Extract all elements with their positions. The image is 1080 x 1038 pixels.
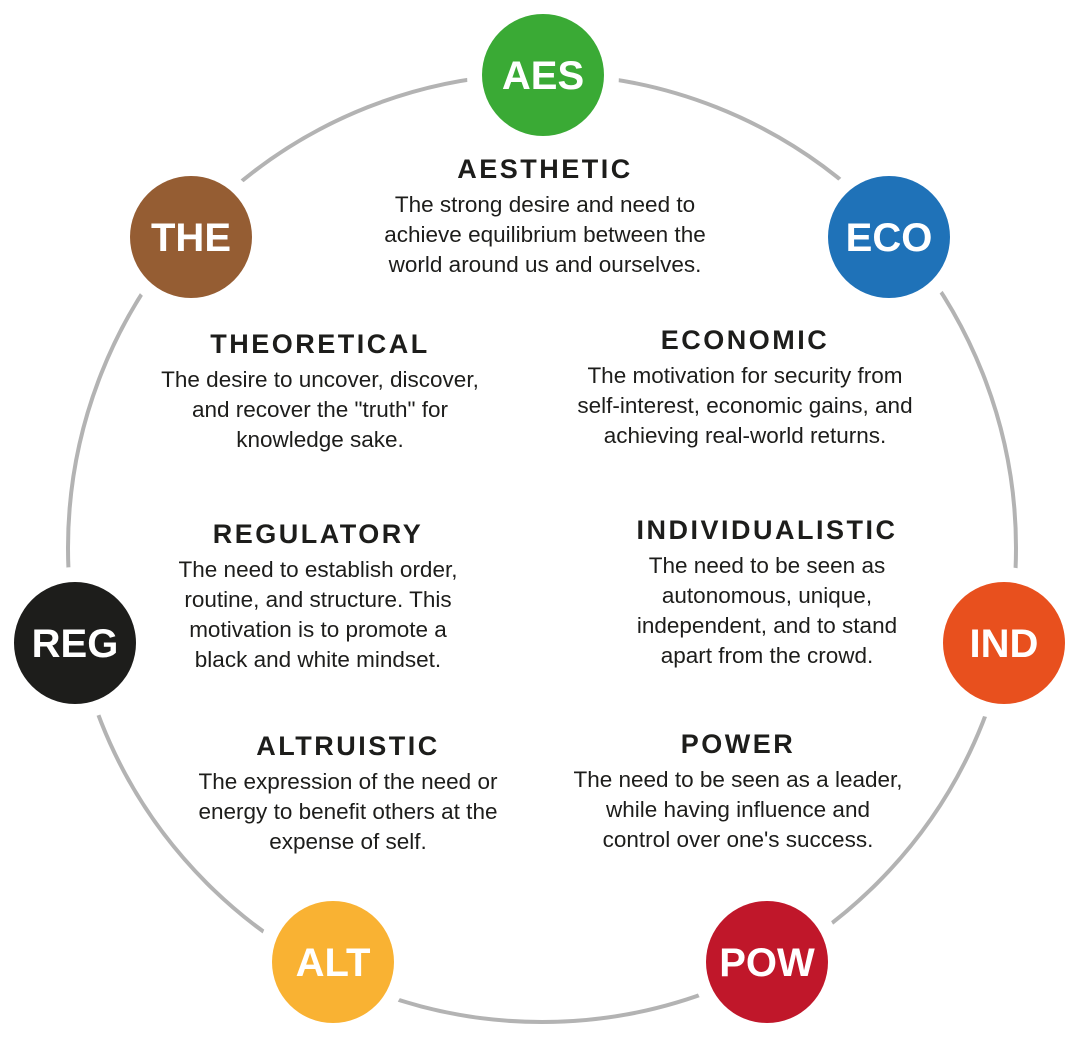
description-regulatory: REGULATORY The need to establish order, ro… [118,517,518,675]
node-circle [0,567,151,719]
description-individualistic: INDIVIDUALISTIC The need to be seen as aut… [567,513,967,671]
description-line: independent, and to stand [636,613,898,638]
description-line: The need to be seen as [648,553,886,578]
motivator-description: The need to establish order, routine, and… [118,555,518,675]
node-alt: ALT [257,886,409,1038]
description-line: The need to establish order, [178,557,458,582]
description-line: while having influence and [606,797,870,822]
motivator-description: The strong desire and need to achieve equ… [345,190,745,280]
motivator-description: The expression of the need or energy to b… [148,767,548,857]
node-ind: IND [928,567,1080,719]
node-eco: ECO [813,161,965,313]
motivator-title: POWER [680,729,796,759]
motivator-description: The motivation for security from self-int… [545,361,945,451]
node-abbreviation: POW [719,941,815,985]
motivator-title: REGULATORY [212,519,424,549]
node-abbreviation: IND [970,622,1039,666]
description-line: and recover the "truth" for [191,397,449,422]
description-line: knowledge sake. [236,427,404,452]
motivator-title: THEORETICAL [210,329,430,359]
node-circle [115,161,267,313]
description-line: The expression of the need or [198,769,498,794]
motivator-description: The need to be seen as autonomous, unique… [567,551,967,671]
motivator-title: ECONOMIC [660,325,830,355]
node-circle [467,0,619,151]
description-theoretical: THEORETICAL The desire to uncover, discov… [120,327,520,455]
description-line: energy to benefit others at the [198,799,498,824]
description-line: black and white mindset. [194,647,442,672]
node-circle [813,161,965,313]
description-line: expense of self. [269,829,427,854]
description-power: POWER The need to be seen as a leader, whi… [538,727,938,855]
description-line: control over one's success. [602,827,874,852]
description-line: routine, and structure. This [184,587,452,612]
description-line: achieve equilibrium between the [384,222,706,247]
node-abbreviation: REG [32,622,119,666]
node-abbreviation: ALT [296,941,371,985]
description-line: apart from the crowd. [660,643,874,668]
description-line: world around us and ourselves. [388,252,702,277]
node-aes: AES [467,0,619,151]
node-circle [691,886,843,1038]
description-altruistic: ALTRUISTIC The expression of the need or e… [148,729,548,857]
node-circle [257,886,409,1038]
description-aesthetic: AESTHETIC The strong desire and need to ac… [345,152,745,280]
node-the: THE [115,161,267,313]
description-line: The desire to uncover, discover, [161,367,479,392]
node-reg: REG [0,567,151,719]
motivator-title: INDIVIDUALISTIC [636,515,898,545]
description-economic: ECONOMIC The motivation for security from… [545,323,945,451]
motivator-title: ALTRUISTIC [256,731,440,761]
description-line: The motivation for security from [587,363,903,388]
description-line: The need to be seen as a leader, [573,767,903,792]
motivator-title: AESTHETIC [457,154,633,184]
node-circle [928,567,1080,719]
motivator-description: The need to be seen as a leader, while ha… [538,765,938,855]
node-abbreviation: ECO [846,216,933,260]
description-line: autonomous, unique, [661,583,873,608]
node-abbreviation: THE [151,216,231,260]
description-line: self-interest, economic gains, and [577,393,913,418]
node-pow: POW [691,886,843,1038]
motivator-description: The desire to uncover, discover, and reco… [120,365,520,455]
node-abbreviation: AES [502,54,584,98]
description-line: achieving real-world returns. [603,423,887,448]
description-line: motivation is to promote a [189,617,447,642]
description-line: The strong desire and need to [394,192,696,217]
